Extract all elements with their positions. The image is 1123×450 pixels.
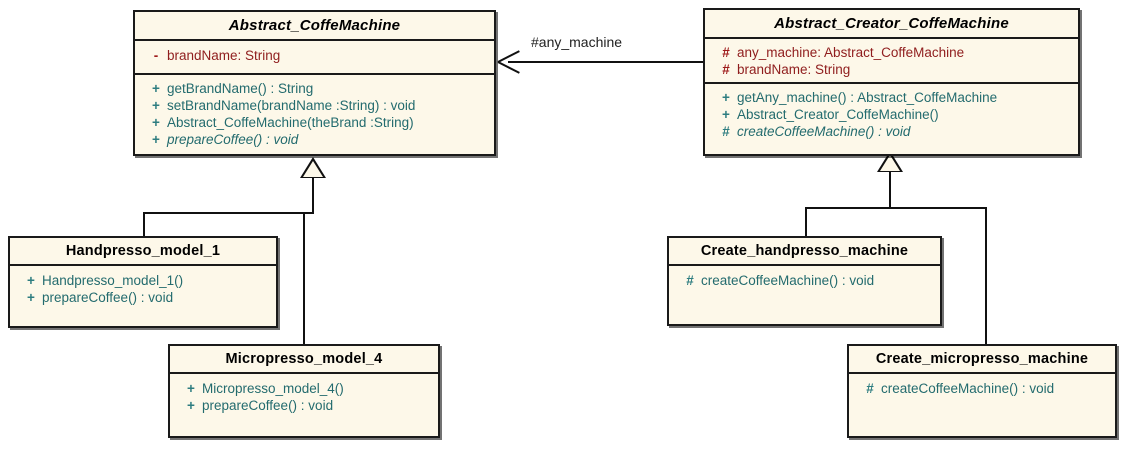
attribute-row: # any_machine: Abstract_CoffeMachine <box>705 44 1078 61</box>
visibility-marker: + <box>722 107 730 122</box>
operation-label: prepareCoffee() : void <box>167 132 299 147</box>
generalization-bar-right <box>805 207 987 209</box>
operation-label: setBrandName(brandName :String) : void <box>167 98 416 113</box>
operation-label: prepareCoffee() : void <box>42 290 174 305</box>
visibility-marker: + <box>152 81 160 96</box>
attribute-label: any_machine: Abstract_CoffeMachine <box>737 45 965 60</box>
visibility-marker: - <box>153 48 159 63</box>
association-arrowhead-icon <box>497 48 524 74</box>
operation-label: createCoffeeMachine() : void <box>737 124 911 139</box>
visibility-marker: + <box>152 115 160 130</box>
class-name-create-handpresso-machine: Create_handpresso_machine <box>669 238 940 266</box>
operations-compartment: # createCoffeeMachine() : void <box>849 374 1115 401</box>
association-label: #any_machine <box>531 34 623 50</box>
generalization-stem-left <box>312 177 314 214</box>
generalization-drop-create-micropresso <box>985 207 987 345</box>
operation-row: + prepareCoffee() : void <box>10 289 276 306</box>
operation-row: + getBrandName() : String <box>135 80 494 97</box>
attribute-label: brandName: String <box>737 62 851 77</box>
operation-label: createCoffeeMachine() : void <box>881 381 1055 396</box>
class-box-micropresso-model-4[interactable]: Micropresso_model_4 + Micropresso_model_… <box>168 344 440 438</box>
operation-row: + prepareCoffee() : void <box>135 131 494 148</box>
operation-label: createCoffeeMachine() : void <box>701 273 875 288</box>
visibility-marker: + <box>722 90 730 105</box>
attributes-compartment: - brandName: String <box>135 41 494 75</box>
class-box-create-micropresso-machine[interactable]: Create_micropresso_machine # createCoffe… <box>847 344 1117 438</box>
operations-compartment: + Micropresso_model_4() + prepareCoffee(… <box>170 374 438 418</box>
operation-label: getAny_machine() : Abstract_CoffeMachine <box>737 90 998 105</box>
association-line <box>508 61 704 63</box>
generalization-bar-left <box>143 212 314 214</box>
attribute-label: brandName: String <box>167 48 281 63</box>
operation-row: + Abstract_Creator_CoffeMachine() <box>705 106 1078 123</box>
visibility-marker: # <box>722 124 730 139</box>
operations-compartment: + getBrandName() : String + setBrandName… <box>135 75 494 152</box>
operation-label: Abstract_CoffeMachine(theBrand :String) <box>167 115 414 130</box>
visibility-marker: # <box>866 381 874 396</box>
class-name-abstract-coffemachine: Abstract_CoffeMachine <box>135 12 494 41</box>
attribute-row: # brandName: String <box>705 61 1078 78</box>
operation-row: # createCoffeeMachine() : void <box>705 123 1078 140</box>
visibility-marker: + <box>152 132 160 147</box>
class-box-abstract-creator-coffemachine[interactable]: Abstract_Creator_CoffeMachine # any_mach… <box>703 8 1080 156</box>
visibility-marker: + <box>187 398 195 413</box>
operation-row: + setBrandName(brandName :String) : void <box>135 97 494 114</box>
operation-label: Handpresso_model_1() <box>42 273 184 288</box>
operation-label: prepareCoffee() : void <box>202 398 334 413</box>
attributes-compartment: # any_machine: Abstract_CoffeMachine # b… <box>705 39 1078 84</box>
class-name-create-micropresso-machine: Create_micropresso_machine <box>849 346 1115 374</box>
attribute-row: - brandName: String <box>135 47 494 64</box>
class-box-create-handpresso-machine[interactable]: Create_handpresso_machine # createCoffee… <box>667 236 942 326</box>
operation-row: + Micropresso_model_4() <box>170 380 438 397</box>
class-box-handpresso-model-1[interactable]: Handpresso_model_1 + Handpresso_model_1(… <box>8 236 278 328</box>
generalization-drop-micropresso <box>303 212 305 345</box>
operations-compartment: + Handpresso_model_1() + prepareCoffee()… <box>10 266 276 310</box>
generalization-drop-handpresso <box>143 212 145 237</box>
class-name-handpresso-model-1: Handpresso_model_1 <box>10 238 276 266</box>
visibility-marker: + <box>27 273 35 288</box>
class-box-abstract-coffemachine[interactable]: Abstract_CoffeMachine - brandName: Strin… <box>133 10 496 156</box>
operation-row: + prepareCoffee() : void <box>170 397 438 414</box>
visibility-marker: # <box>722 45 730 60</box>
generalization-stem-right <box>889 171 891 209</box>
operation-row: # createCoffeeMachine() : void <box>669 272 940 289</box>
operation-label: getBrandName() : String <box>167 81 314 96</box>
visibility-marker: # <box>686 273 694 288</box>
operation-label: Micropresso_model_4() <box>202 381 344 396</box>
visibility-marker: + <box>152 98 160 113</box>
visibility-marker: + <box>187 381 195 396</box>
visibility-marker: + <box>27 290 35 305</box>
operation-row: + Abstract_CoffeMachine(theBrand :String… <box>135 114 494 131</box>
operation-row: + Handpresso_model_1() <box>10 272 276 289</box>
class-name-micropresso-model-4: Micropresso_model_4 <box>170 346 438 374</box>
operation-label: Abstract_Creator_CoffeMachine() <box>737 107 939 122</box>
operation-row: + getAny_machine() : Abstract_CoffeMachi… <box>705 89 1078 106</box>
generalization-drop-create-handpresso <box>805 207 807 237</box>
operation-row: # createCoffeeMachine() : void <box>849 380 1115 397</box>
operations-compartment: + getAny_machine() : Abstract_CoffeMachi… <box>705 84 1078 144</box>
operations-compartment: # createCoffeeMachine() : void <box>669 266 940 293</box>
class-name-abstract-creator-coffemachine: Abstract_Creator_CoffeMachine <box>705 10 1078 39</box>
visibility-marker: # <box>722 62 730 77</box>
